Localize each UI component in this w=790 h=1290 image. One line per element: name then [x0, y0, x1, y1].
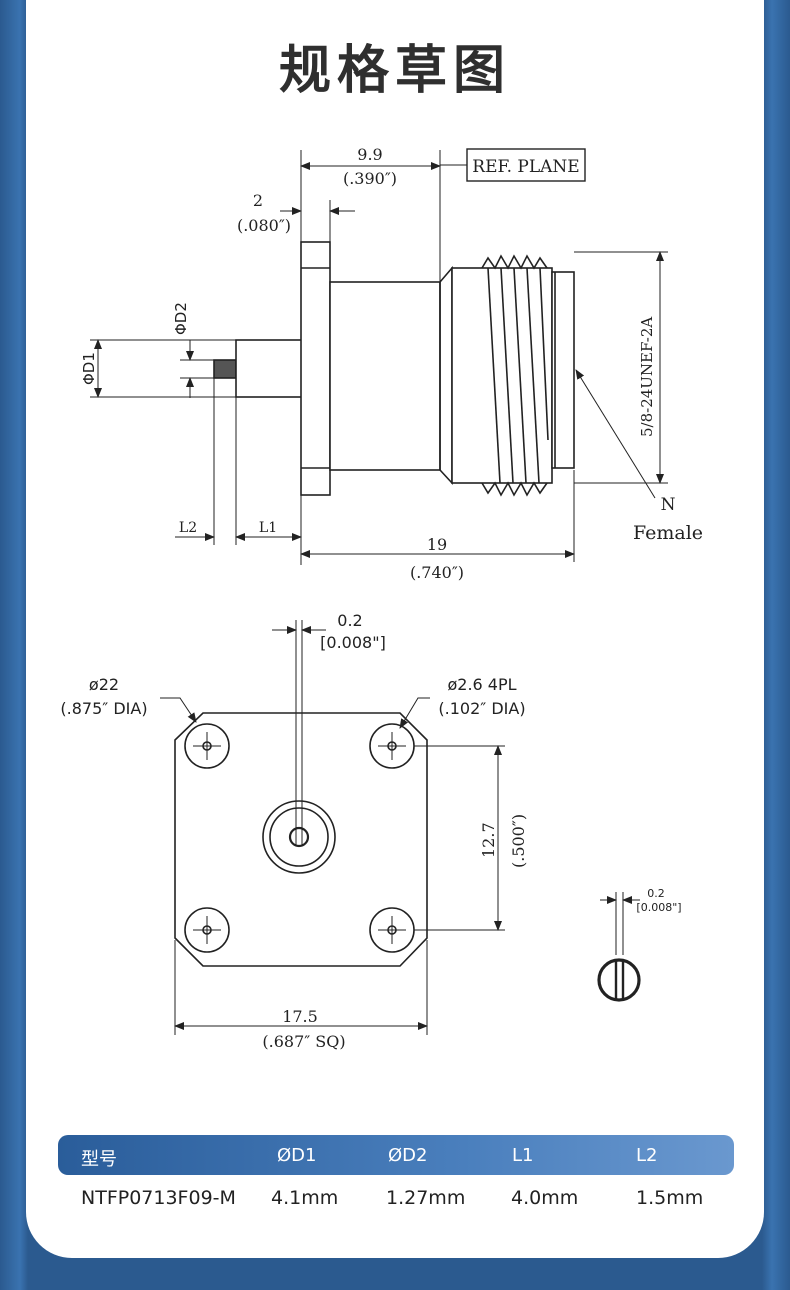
header-d2: ØD2 — [388, 1145, 428, 1166]
mounting-hole — [369, 723, 415, 769]
rear-body — [235, 339, 303, 398]
front-view — [174, 712, 428, 967]
dim-2-inch-label: (.080″) — [237, 216, 291, 235]
header-l2: L2 — [636, 1145, 658, 1166]
dim-19-inch-label: (.740″) — [410, 563, 464, 582]
content-card — [26, 0, 764, 1258]
dim-0-2-label: 0.2 — [337, 611, 362, 630]
dim-12-7-inch-label: (.500″) — [509, 814, 528, 868]
phi-d1-label: ΦD1 — [80, 352, 98, 385]
l2-label: L2 — [179, 520, 197, 536]
detail-contact — [597, 958, 641, 1002]
dim-2-label: 2 — [253, 191, 263, 210]
ref-plane-label: REF. PLANE — [472, 157, 579, 177]
detail-dim-inch-label: [0.008"] — [636, 901, 681, 914]
cell-model: NTFP0713F09-M — [81, 1187, 236, 1209]
detail-dim-label: 0.2 — [647, 887, 665, 900]
header-d1: ØD1 — [277, 1145, 317, 1166]
center-contact — [288, 826, 310, 848]
dim-19-label: 19 — [427, 535, 447, 554]
mounting-hole — [369, 907, 415, 953]
center-pin — [213, 359, 237, 379]
cell-d2: 1.27mm — [386, 1187, 466, 1209]
dim-17-5-label: 17.5 — [282, 1007, 318, 1026]
thread-teeth — [481, 254, 548, 270]
dim-0-2-inch-label: [0.008"] — [320, 633, 386, 652]
phi22-label: ø22 — [89, 675, 119, 694]
female-label: Female — [633, 522, 703, 544]
flange — [300, 241, 331, 496]
header-l1: L1 — [512, 1145, 534, 1166]
header-model: 型号 — [81, 1149, 117, 1170]
mounting-hole — [184, 907, 230, 953]
connector-body — [329, 281, 441, 471]
table-header — [58, 1135, 734, 1175]
side-view — [213, 241, 575, 497]
l1-label: L1 — [259, 520, 277, 536]
mounting-hole — [184, 723, 230, 769]
dim-12-7-label: 12.7 — [479, 822, 498, 858]
dim-9-9-inch-label: (.390″) — [343, 169, 397, 188]
drawing-canvas: 9.9 (.390″) REF. PLANE 2 (.080″) ΦD2 ΦD1… — [60, 145, 703, 1051]
thread-label: 5/8-24UNEF-2A — [638, 317, 656, 437]
cell-d1: 4.1mm — [271, 1187, 339, 1209]
dim-17-5-inch-label: (.687″ SQ) — [262, 1032, 345, 1051]
hole-inch-label: (.102″ DIA) — [438, 699, 525, 718]
dim-9-9-label: 9.9 — [357, 145, 382, 164]
n-label: N — [661, 495, 676, 515]
detail-view — [597, 892, 641, 1002]
cell-l2: 1.5mm — [636, 1187, 704, 1209]
phi22-inch-label: (.875″ DIA) — [60, 699, 147, 718]
hole-label: ø2.6 4PL — [447, 675, 516, 694]
phi-d2-label: ΦD2 — [172, 302, 190, 335]
page-title: 规格草图 — [278, 41, 511, 101]
cell-l1: 4.0mm — [511, 1187, 579, 1209]
